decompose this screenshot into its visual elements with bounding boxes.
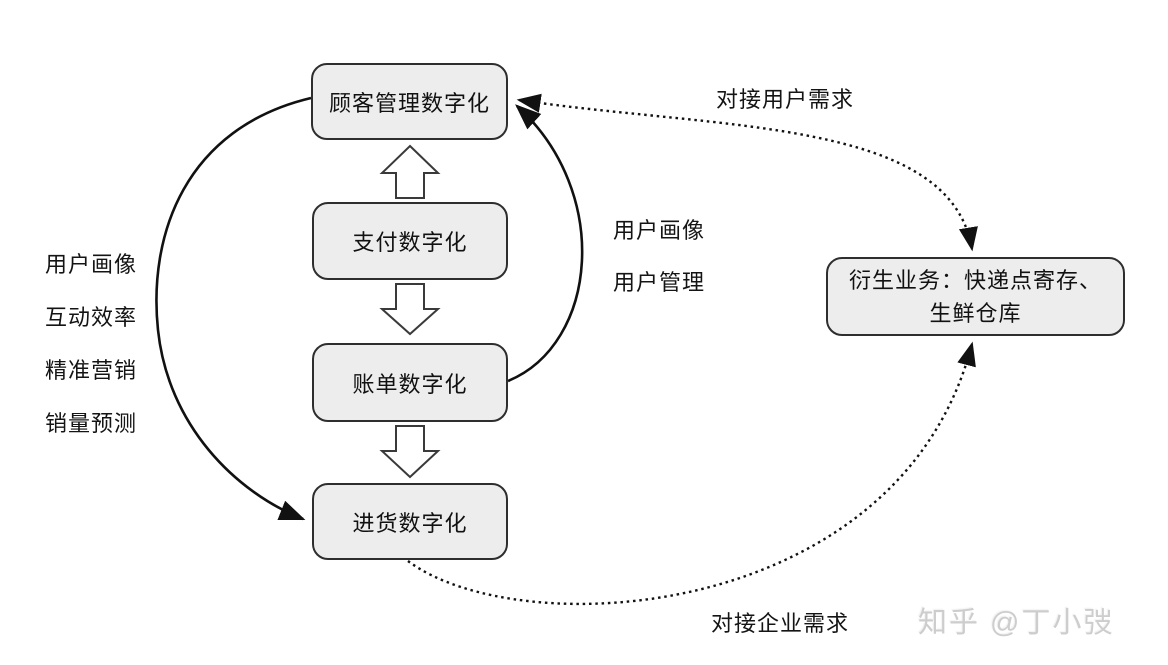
curve-arrow-billing-to-customer — [507, 104, 584, 383]
node-billing-label: 账单数字化 — [352, 371, 468, 397]
edge-label-user-needs: 对接用户需求 — [716, 87, 855, 112]
node-customer-management: 顾客管理数字化 — [311, 63, 508, 140]
label-user-management: 用户管理 — [613, 270, 706, 295]
node-customer-management-label: 顾客管理数字化 — [328, 90, 490, 116]
edge-label-enterprise-needs: 对接企业需求 — [711, 611, 850, 636]
block-arrow-up-icon — [379, 144, 441, 199]
node-derivative-business: 衍生业务：快递点寄存、 生鲜仓库 — [826, 257, 1125, 336]
block-arrow-down-icon — [379, 283, 441, 336]
derivative-line1: 衍生业务：快递点寄存、 — [848, 267, 1102, 293]
middle-user-data-labels: 用户画像 用户管理 — [613, 213, 705, 297]
label-user-profile: 用户画像 — [45, 252, 138, 277]
dotted-arrow-enterprise-needs — [407, 341, 976, 606]
node-billing: 账单数字化 — [312, 343, 508, 422]
node-purchasing: 进货数字化 — [312, 483, 508, 560]
label-interaction-efficiency: 互动效率 — [45, 305, 138, 330]
label-precision-marketing: 精准营销 — [45, 358, 138, 383]
node-derivative-business-label: 衍生业务：快递点寄存、 生鲜仓库 — [849, 264, 1102, 330]
label-user-profile-mid: 用户画像 — [613, 218, 706, 243]
node-purchasing-label: 进货数字化 — [352, 510, 468, 536]
block-arrow-down-icon — [379, 425, 441, 479]
node-payment: 支付数字化 — [312, 202, 508, 280]
watermark: 知乎 @丁小弢 — [918, 607, 1115, 639]
left-benefit-labels: 用户画像 互动效率 精准营销 销量预测 — [45, 247, 137, 438]
derivative-line2: 生鲜仓库 — [929, 300, 1022, 326]
curve-arrow-customer-to-purchase — [155, 96, 312, 521]
label-sales-forecast: 销量预测 — [45, 411, 138, 436]
node-payment-label: 支付数字化 — [352, 230, 468, 255]
dotted-arrow-user-needs — [516, 93, 978, 252]
